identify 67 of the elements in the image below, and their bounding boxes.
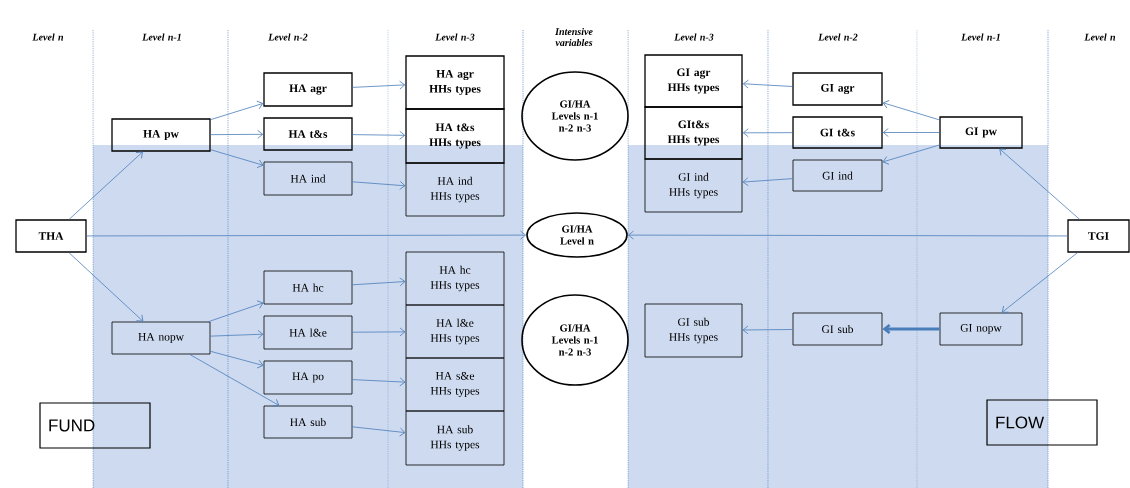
- arrow: [742, 128, 793, 138]
- box: HA pw: [111, 118, 211, 152]
- box: HA agr: [263, 72, 353, 107]
- column-heading: Level n-3: [674, 33, 714, 41]
- arrow: [352, 181, 406, 190]
- box: GI sub HHs types: [644, 303, 743, 358]
- box: HA l&e: [263, 315, 353, 350]
- arrow: [210, 129, 264, 139]
- arrow: [352, 130, 406, 140]
- column-heading: Level n: [32, 33, 64, 41]
- arrow: [742, 177, 793, 187]
- label-box: FUND: [39, 402, 151, 449]
- box: HA sub HHs types: [405, 410, 505, 466]
- arrow: [210, 149, 264, 168]
- arrow: [189, 354, 280, 407]
- box: HA hc: [263, 270, 353, 305]
- arrow: [210, 330, 264, 339]
- column-heading: Level n-1: [142, 33, 181, 41]
- column-heading: Level n: [1084, 33, 1116, 41]
- arrow: [210, 100, 264, 121]
- box: HA agr HHs types: [405, 55, 505, 110]
- arrow: [352, 277, 406, 287]
- box: GI sub: [792, 312, 883, 346]
- box: HA hc HHs types: [405, 251, 505, 306]
- arrow: [628, 230, 1068, 240]
- arrow: [1001, 252, 1078, 313]
- column-heading: Level n-1: [961, 33, 1000, 41]
- box: HA ind HHs types: [405, 162, 505, 217]
- arrow: [882, 100, 940, 121]
- box: GI agr: [792, 72, 883, 106]
- label-box: FLOW: [986, 399, 1098, 446]
- arrow: [352, 80, 406, 90]
- arrow: [882, 128, 940, 137]
- box: HA t&s: [263, 117, 353, 151]
- box: HA s&e HHs types: [405, 357, 505, 412]
- arrow: [882, 144, 940, 165]
- box: GI agr HHs types: [644, 54, 743, 108]
- column-heading: Level n-2: [268, 33, 308, 41]
- box: GI ind HHs types: [644, 158, 743, 213]
- box: GI t&s: [792, 116, 883, 149]
- arrow: [999, 148, 1080, 220]
- arrow: [68, 252, 144, 322]
- box: HA po: [263, 360, 353, 395]
- column-heading: Level n-3: [435, 33, 475, 41]
- column-heading: Level n-2: [818, 33, 858, 41]
- box: HA ind: [263, 161, 353, 196]
- arrow: [742, 325, 793, 335]
- box: HA t&s HHs types: [405, 108, 505, 164]
- arrow: [742, 79, 793, 89]
- box: GIt&s HHs types: [644, 106, 743, 160]
- arrow: [352, 377, 406, 387]
- box: TGI: [1067, 219, 1130, 253]
- arrow: [86, 230, 526, 240]
- arrow: [208, 300, 264, 322]
- box: HA sub: [263, 405, 353, 439]
- arrow: [352, 327, 406, 337]
- arrow: [68, 151, 143, 220]
- box: GI nopw: [939, 312, 1023, 346]
- arrow: [352, 426, 406, 437]
- box: GI pw: [939, 116, 1023, 149]
- box: HA l&e HHs types: [405, 304, 505, 359]
- arrow: [210, 350, 264, 369]
- column-heading: Intensive variables: [555, 27, 593, 47]
- box: HA nopw: [111, 321, 211, 355]
- box: THA: [15, 219, 87, 253]
- box: GI ind: [792, 159, 883, 192]
- arrow: [882, 323, 940, 335]
